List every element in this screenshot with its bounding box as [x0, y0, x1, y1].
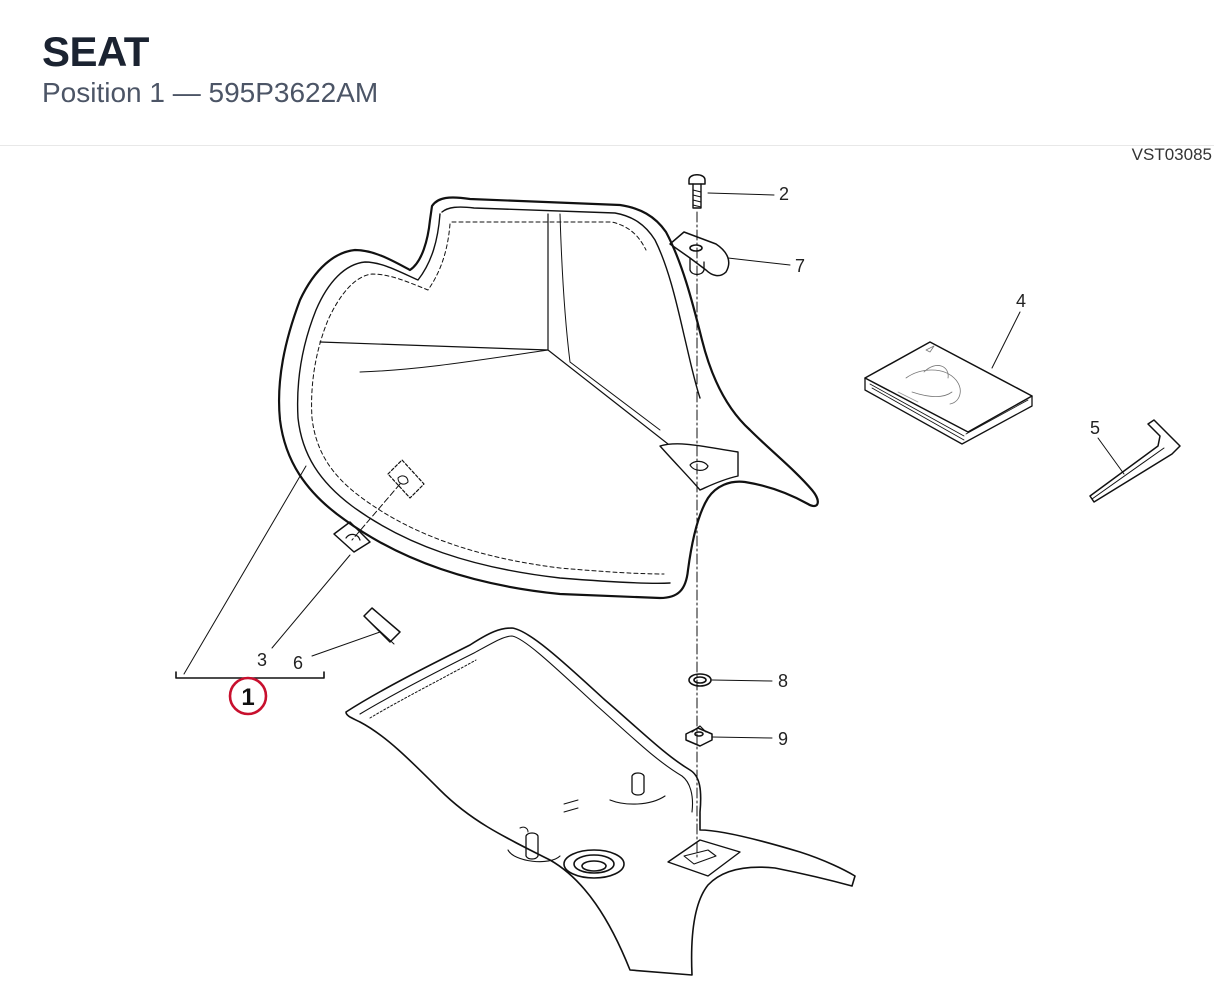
latch-part-7[interactable] [669, 231, 730, 277]
selected-callout-ring[interactable] [228, 676, 268, 716]
tab-part-3[interactable] [333, 521, 371, 553]
callout-1[interactable]: 1 [241, 684, 254, 711]
callout-4[interactable]: 4 [1016, 291, 1026, 311]
page-header: SEAT Position 1 — 595P3622AM [0, 0, 1214, 146]
callout-8[interactable]: 8 [778, 671, 788, 691]
seat-base-frame [345, 627, 856, 976]
page-title: SEAT [42, 28, 149, 75]
callout-9[interactable]: 9 [778, 729, 788, 749]
callout-6[interactable]: 6 [293, 653, 303, 673]
pad-part-6[interactable] [363, 607, 401, 645]
seat-part[interactable] [277, 196, 819, 600]
leader-lines [175, 192, 1125, 739]
callout-2[interactable]: 2 [779, 184, 789, 204]
washer-part-8[interactable] [688, 673, 712, 687]
page-subtitle: Position 1 — 595P3622AM [42, 77, 379, 108]
callout-7[interactable]: 7 [795, 256, 805, 276]
nut-part-9[interactable] [685, 725, 713, 747]
drawing-code: VST03085 [1131, 145, 1212, 164]
owner-manual-part-4[interactable] [864, 341, 1033, 445]
callout-5[interactable]: 5 [1090, 418, 1100, 438]
screw-part-2[interactable] [688, 174, 706, 209]
callout-3[interactable]: 3 [257, 650, 267, 670]
hex-key-part-5[interactable] [1089, 419, 1181, 503]
